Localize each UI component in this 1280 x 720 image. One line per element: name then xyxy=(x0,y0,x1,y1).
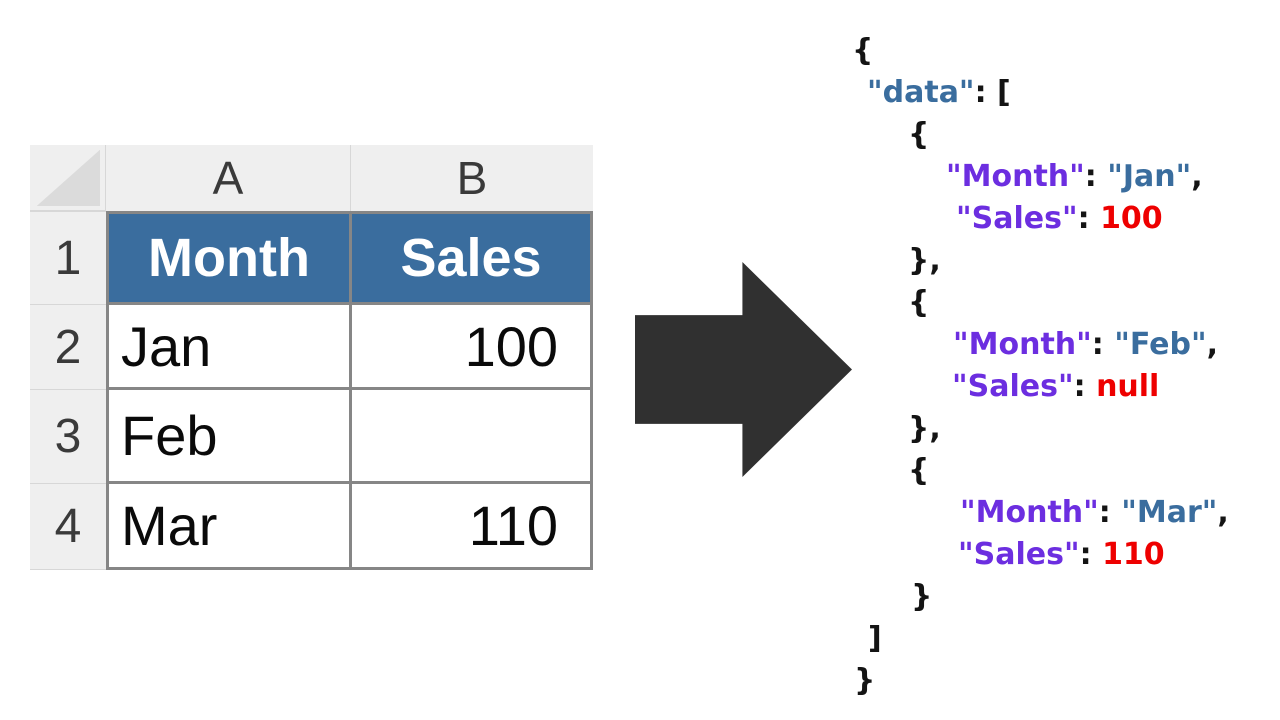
code-token: "Feb" xyxy=(1114,327,1207,362)
code-token: { xyxy=(908,117,930,152)
code-line: "Month": "Mar", xyxy=(852,492,1229,534)
code-line: "Sales": 100 xyxy=(852,198,1229,240)
code-token: { xyxy=(852,33,874,68)
code-token: 110 xyxy=(1102,537,1165,572)
code-token: "Sales" xyxy=(956,201,1078,236)
code-line: "Month": "Feb", xyxy=(852,324,1229,366)
code-line: { xyxy=(852,450,1229,492)
code-line: } xyxy=(852,660,1229,702)
code-token: { xyxy=(908,453,930,488)
data-cell-sales: 110 xyxy=(352,484,590,567)
select-all-corner xyxy=(30,145,106,211)
code-token: : xyxy=(1079,537,1103,572)
data-cell-sales xyxy=(352,390,590,481)
code-line: "Sales": null xyxy=(852,366,1229,408)
code-token: , xyxy=(1206,327,1218,362)
code-line: { xyxy=(852,282,1229,324)
code-token: } xyxy=(854,663,876,698)
code-line: }, xyxy=(852,408,1229,450)
code-token: ] xyxy=(868,621,882,656)
code-token: "Sales" xyxy=(958,537,1080,572)
data-cell-month: Feb xyxy=(109,390,349,481)
code-token: null xyxy=(1096,369,1160,404)
code-token: , xyxy=(1191,159,1203,194)
code-token: : xyxy=(1098,495,1122,530)
code-line: ] xyxy=(852,618,1229,660)
row-number-2: 2 xyxy=(30,305,106,390)
code-token: }, xyxy=(908,243,941,278)
code-token: : [ xyxy=(974,75,1011,110)
code-token: "data" xyxy=(867,75,975,110)
code-line: { xyxy=(852,30,1229,72)
json-code-block: {"data": [{"Month": "Jan","Sales": 100},… xyxy=(852,30,1229,702)
data-cell-month: Jan xyxy=(109,305,349,387)
code-line: "Month": "Jan", xyxy=(852,156,1229,198)
column-letter-A: A xyxy=(106,145,351,211)
select-all-triangle-icon xyxy=(37,150,100,206)
row-number-3: 3 xyxy=(30,390,106,484)
code-token: : xyxy=(1077,201,1101,236)
code-token: : xyxy=(1084,159,1108,194)
right-arrow-icon xyxy=(635,262,852,477)
code-token: "Month" xyxy=(946,159,1085,194)
data-cell-month: Mar xyxy=(109,484,349,567)
code-line: } xyxy=(852,576,1229,618)
header-cell-month: Month xyxy=(109,214,349,302)
column-letter-B: B xyxy=(351,145,593,211)
code-token: }, xyxy=(908,411,941,446)
row-number-1: 1 xyxy=(30,211,106,305)
code-token: 100 xyxy=(1100,201,1163,236)
header-cell-sales: Sales xyxy=(352,214,590,302)
code-token: { xyxy=(908,285,930,320)
row-number-4: 4 xyxy=(30,484,106,570)
code-token: "Month" xyxy=(960,495,1099,530)
code-token: } xyxy=(911,579,933,614)
code-token: : xyxy=(1091,327,1115,362)
code-token: : xyxy=(1073,369,1097,404)
code-line: "data": [ xyxy=(852,72,1229,114)
code-token: "Mar" xyxy=(1121,495,1218,530)
code-token: , xyxy=(1217,495,1229,530)
code-token: "Jan" xyxy=(1107,159,1192,194)
data-cell-sales: 100 xyxy=(352,305,590,387)
code-token: "Month" xyxy=(953,327,1092,362)
code-line: "Sales": 110 xyxy=(852,534,1229,576)
code-line: }, xyxy=(852,240,1229,282)
code-token: "Sales" xyxy=(952,369,1074,404)
code-line: { xyxy=(852,114,1229,156)
